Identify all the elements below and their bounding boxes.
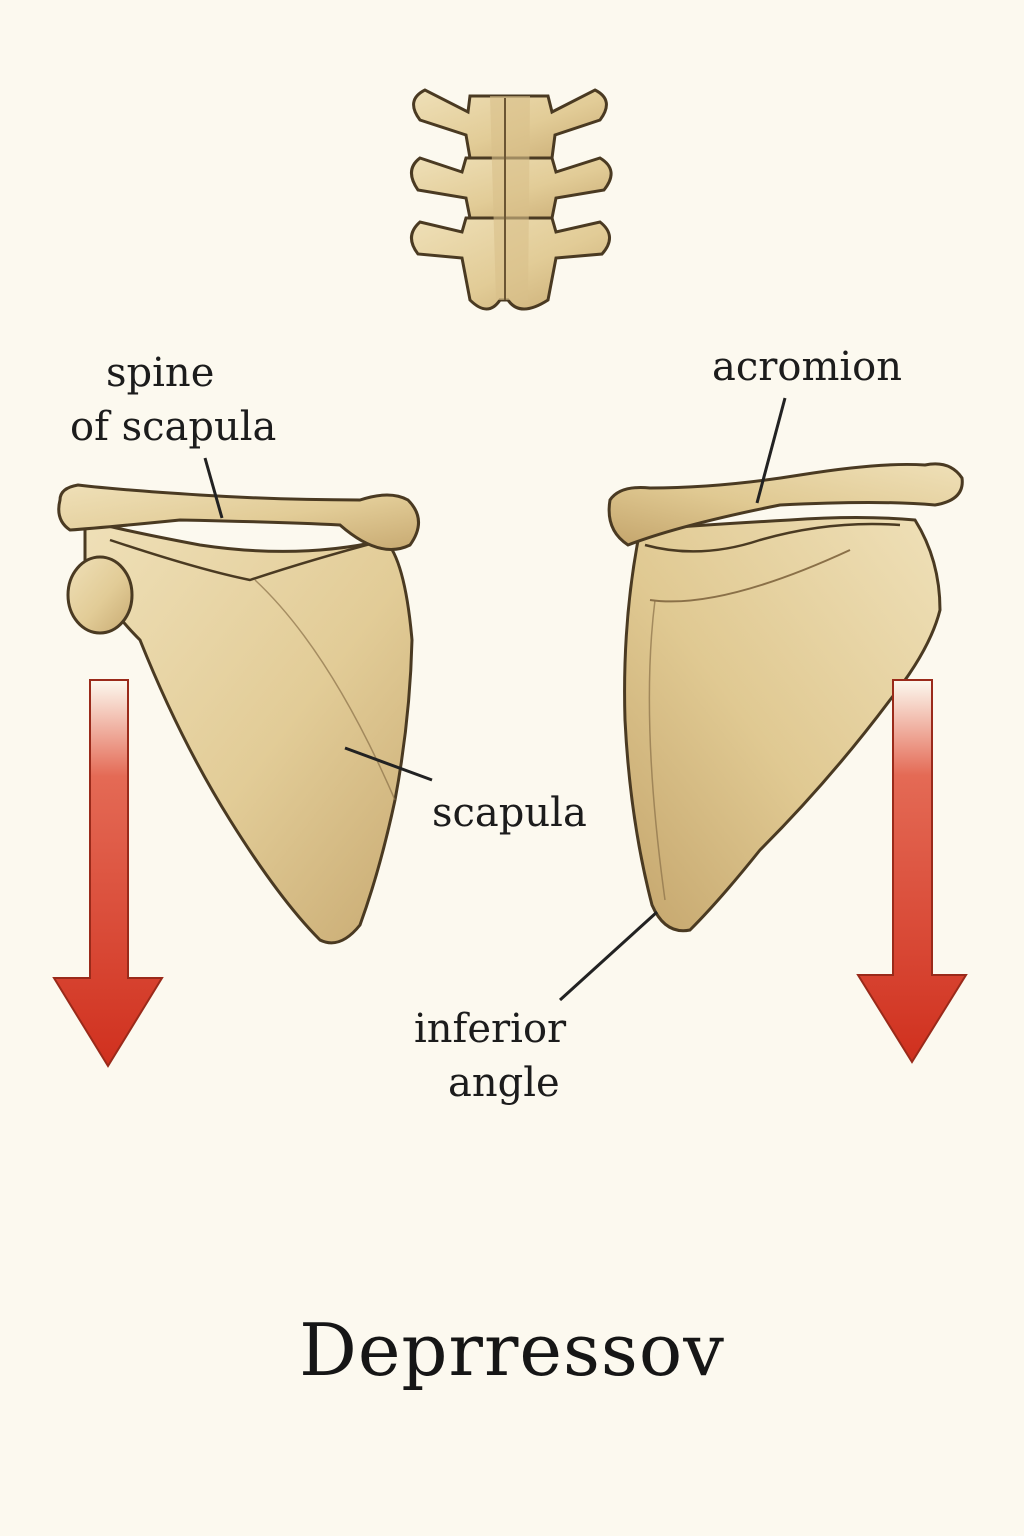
page-title: Deprressov xyxy=(299,1308,725,1392)
label-inferior-line1: inferior xyxy=(414,1006,567,1052)
left-scapula-icon xyxy=(57,483,420,945)
left-down-arrow-icon xyxy=(52,679,164,1068)
leader-line-scapula xyxy=(344,746,433,782)
vertebrae-icon xyxy=(410,88,613,311)
leader-line-acromion xyxy=(755,397,787,504)
right-scapula-icon xyxy=(607,462,964,933)
label-acromion: acromion xyxy=(712,344,903,390)
leader-line-inferior-angle xyxy=(558,910,659,1002)
right-down-arrow-icon xyxy=(856,679,968,1064)
label-inferior-line2: angle xyxy=(448,1060,560,1106)
label-inferior-angle: inferior angle xyxy=(414,1002,566,1110)
leader-line-spine xyxy=(203,457,224,519)
label-spine-line1: spine xyxy=(106,350,215,396)
label-spine-line2: of scapula xyxy=(70,404,277,450)
label-spine-of-scapula: spine of scapula xyxy=(70,346,276,454)
label-scapula: scapula xyxy=(432,790,587,836)
leader-lines xyxy=(203,397,787,1002)
